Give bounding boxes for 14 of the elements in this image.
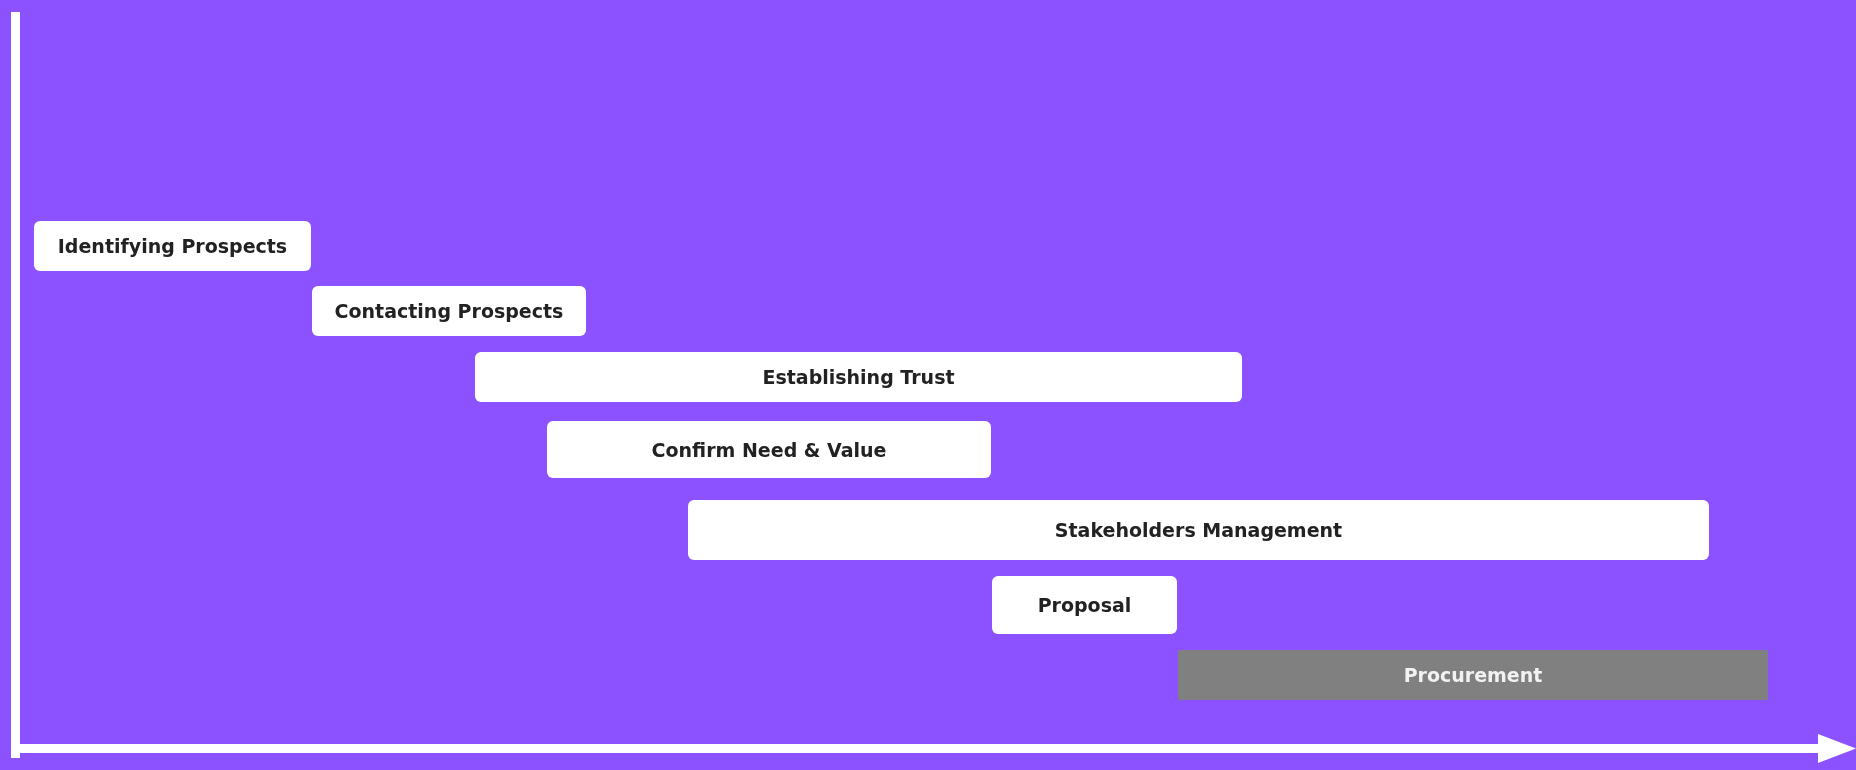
timeline-bar (1178, 650, 1768, 700)
timeline-bar (312, 286, 586, 336)
bar-label: Stakeholders Management (1054, 519, 1343, 541)
bar-label: Identifying Prospects (57, 235, 288, 257)
bar-label: Establishing Trust (762, 366, 955, 388)
timeline-bar (688, 500, 1709, 560)
bar-label: Proposal (1037, 594, 1132, 616)
bar-label: Confirm Need & Value (651, 438, 887, 461)
timeline-bar (992, 576, 1177, 634)
timeline-bar (475, 352, 1242, 402)
timeline-bar (547, 421, 991, 478)
timeline-bar (34, 221, 311, 271)
bar-label: Procurement (1403, 664, 1543, 686)
bar-label: Contacting Prospects (334, 300, 564, 322)
